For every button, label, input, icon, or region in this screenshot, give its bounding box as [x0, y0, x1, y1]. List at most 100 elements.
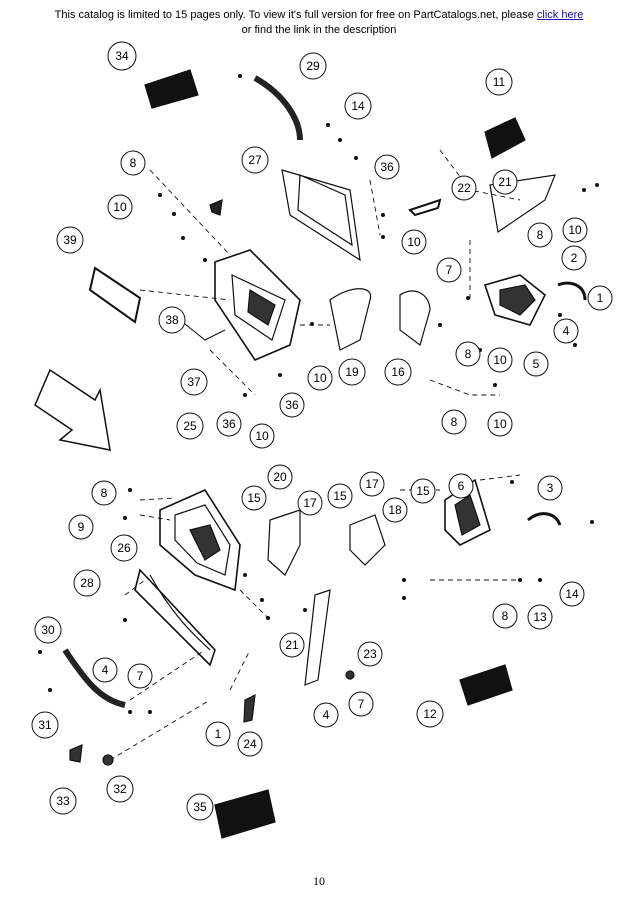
- callout: 10: [249, 423, 275, 449]
- callout: 27: [241, 146, 269, 174]
- callout: 14: [344, 92, 372, 120]
- banner-line-2: or find the link in the description: [241, 24, 397, 36]
- callout-label: 36: [222, 417, 236, 431]
- callout: 8: [441, 409, 467, 435]
- callout-label: 25: [183, 419, 197, 433]
- callout-label: 27: [248, 153, 262, 167]
- callout: 21: [492, 169, 518, 195]
- callout-label: 16: [391, 365, 405, 379]
- callout: 3: [537, 475, 563, 501]
- callout-label: 7: [358, 697, 365, 711]
- callout: 23: [357, 641, 383, 667]
- callout-group-lower: 8 20 15 17 15 17 18 15 6 3 9 26 28 30 21…: [31, 464, 585, 821]
- callout: 10: [487, 347, 513, 373]
- callout: 5: [523, 351, 549, 377]
- direction-arrow: [34, 368, 111, 451]
- callout-label: 29: [306, 59, 320, 73]
- callout: 36: [279, 392, 305, 418]
- callout: 6: [448, 473, 474, 499]
- callout: 8: [527, 222, 553, 248]
- callout-label: 10: [255, 429, 269, 443]
- callout: 18: [382, 497, 408, 523]
- callout: 7: [348, 691, 374, 717]
- callout-label: 4: [563, 324, 570, 338]
- callout-label: 19: [345, 365, 359, 379]
- callout: 10: [307, 365, 333, 391]
- callout-label: 10: [493, 353, 507, 367]
- callout: 29: [299, 52, 327, 80]
- callout-label: 8: [130, 156, 137, 170]
- callout: 30: [34, 616, 62, 644]
- callout: 8: [492, 603, 518, 629]
- callout: 13: [527, 604, 553, 630]
- callout-label: 39: [63, 233, 77, 247]
- callout: 8: [91, 480, 117, 506]
- callout: 7: [127, 663, 153, 689]
- callout: 10: [107, 194, 133, 220]
- callout-label: 1: [215, 727, 222, 741]
- callout-label: 10: [493, 417, 507, 431]
- callout: 8: [120, 150, 146, 176]
- callout-label: 33: [56, 794, 70, 808]
- callout: 37: [180, 368, 208, 396]
- click-here-link[interactable]: click here: [536, 9, 584, 21]
- callout: 15: [327, 483, 353, 509]
- callout-label: 14: [565, 587, 579, 601]
- callout-label: 17: [303, 496, 317, 510]
- callout: 4: [553, 318, 579, 344]
- hardware-fasteners: [38, 74, 599, 714]
- callout: 10: [401, 229, 427, 255]
- lower-assembly: [62, 474, 562, 766]
- callout-label: 7: [137, 669, 144, 683]
- callout-label: 21: [285, 638, 299, 652]
- callout-bubbles: 34 29 14 11 8 10 27 36 21 22 39 10 8 10 …: [31, 41, 613, 821]
- callout: 25: [176, 412, 204, 440]
- callout-label: 10: [313, 371, 327, 385]
- callout-label: 10: [113, 200, 127, 214]
- callout-label: 8: [537, 228, 544, 242]
- callout-label: 26: [117, 541, 131, 555]
- callout-label: 18: [388, 503, 402, 517]
- callout-label: 4: [102, 663, 109, 677]
- callout-label: 5: [533, 357, 540, 371]
- callout: 31: [31, 711, 59, 739]
- upper-assembly: [88, 75, 587, 361]
- catalog-banner: This catalog is limited to 15 pages only…: [0, 8, 638, 38]
- callout: 32: [106, 775, 134, 803]
- callout-label: 14: [351, 99, 365, 113]
- callout: 22: [451, 175, 477, 201]
- callout: 10: [487, 411, 513, 437]
- callout-label: 8: [502, 609, 509, 623]
- callout-label: 21: [498, 175, 512, 189]
- callout-label: 15: [247, 491, 261, 505]
- callout: 34: [107, 41, 137, 71]
- callout-label: 6: [458, 479, 465, 493]
- page-number: 10: [313, 874, 325, 888]
- callout-label: 30: [41, 623, 55, 637]
- callout-label: 10: [407, 235, 421, 249]
- callout: 20: [267, 464, 293, 490]
- callout: 4: [313, 702, 339, 728]
- callout-label: 3: [547, 481, 554, 495]
- banner-text: This catalog is limited to 15 pages only…: [54, 9, 534, 21]
- callout-label: 34: [115, 49, 129, 63]
- callout: 1: [587, 285, 613, 311]
- callout-label: 32: [113, 782, 127, 796]
- callout-label: 23: [363, 647, 377, 661]
- banner-line-1: This catalog is limited to 15 pages only…: [0, 8, 638, 23]
- callout-label: 35: [193, 800, 207, 814]
- callout-label: 15: [333, 489, 347, 503]
- callout-label: 7: [446, 263, 453, 277]
- callout-label: 8: [101, 486, 108, 500]
- callout: 17: [297, 490, 323, 516]
- callout-label: 12: [423, 707, 437, 721]
- callout: 38: [158, 306, 186, 334]
- callout-label: 4: [323, 708, 330, 722]
- callout: 36: [374, 154, 400, 180]
- callout: 28: [73, 569, 101, 597]
- callout: 14: [559, 581, 585, 607]
- callout-label: 13: [533, 610, 547, 624]
- callout-label: 38: [165, 313, 179, 327]
- callout-label: 8: [465, 347, 472, 361]
